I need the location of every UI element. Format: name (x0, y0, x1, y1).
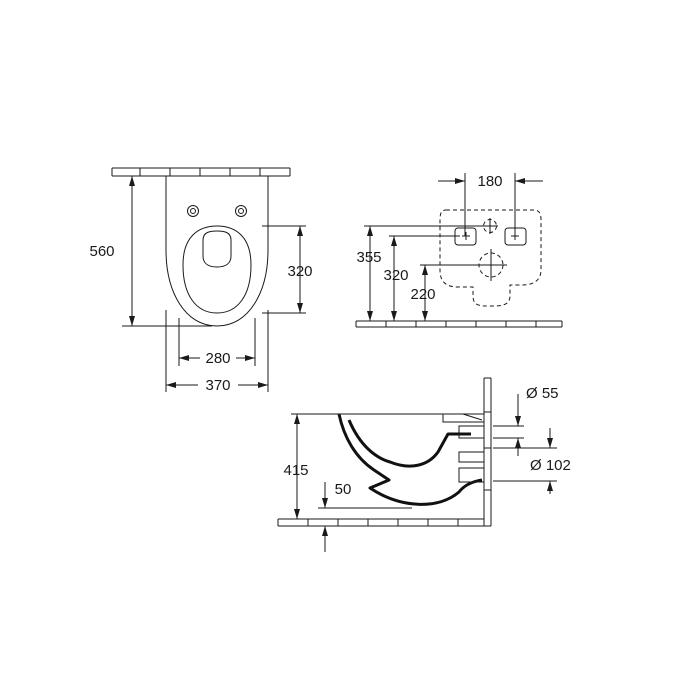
dim-label-320-top: 320 (287, 263, 312, 280)
dim-label-370: 370 (205, 377, 230, 394)
dim-diameter-55 (493, 394, 524, 456)
side-view-floor (277, 518, 484, 527)
dim-370 (165, 310, 269, 392)
dim-label-560: 560 (89, 243, 114, 260)
back-view-outline (439, 209, 542, 307)
dim-label-220: 220 (410, 286, 435, 303)
dim-label-50: 50 (335, 481, 352, 498)
back-view: 180 355 320 220 (355, 173, 563, 328)
dim-diameter-102 (493, 428, 557, 494)
dim-label-180: 180 (477, 173, 502, 190)
dim-415 (291, 413, 338, 519)
side-view-wall (483, 377, 492, 527)
inlet-pipe (442, 413, 485, 483)
top-view: 560 320 280 370 (89, 167, 313, 394)
dim-label-diameter-102: Ø 102 (530, 457, 571, 474)
side-view: 415 50 Ø 55 Ø 102 (277, 377, 571, 552)
dim-355 (364, 225, 482, 321)
dim-label-280: 280 (205, 350, 230, 367)
dim-50 (318, 482, 412, 552)
dim-280 (178, 318, 256, 366)
dim-320-top (262, 225, 306, 314)
bowl-profile (337, 413, 483, 506)
dim-320-back (389, 235, 460, 321)
back-view-floor (355, 320, 563, 328)
fixing-hole-icon (235, 205, 247, 217)
dim-label-415: 415 (283, 462, 308, 479)
bowl-opening (182, 225, 252, 314)
dim-label-diameter-55: Ø 55 (526, 385, 559, 402)
dim-180 (438, 173, 543, 236)
top-view-wall (111, 167, 291, 177)
flush-slot (202, 230, 232, 268)
fixing-hole-icon (187, 205, 199, 217)
dim-220 (420, 264, 480, 321)
dim-label-320-back: 320 (383, 267, 408, 284)
dim-label-355: 355 (356, 249, 381, 266)
bowl-rim (339, 413, 483, 421)
dim-560 (122, 175, 212, 327)
inlet-icon (482, 218, 498, 234)
top-view-outline (165, 176, 269, 327)
bowl-inner-profile (347, 419, 471, 468)
